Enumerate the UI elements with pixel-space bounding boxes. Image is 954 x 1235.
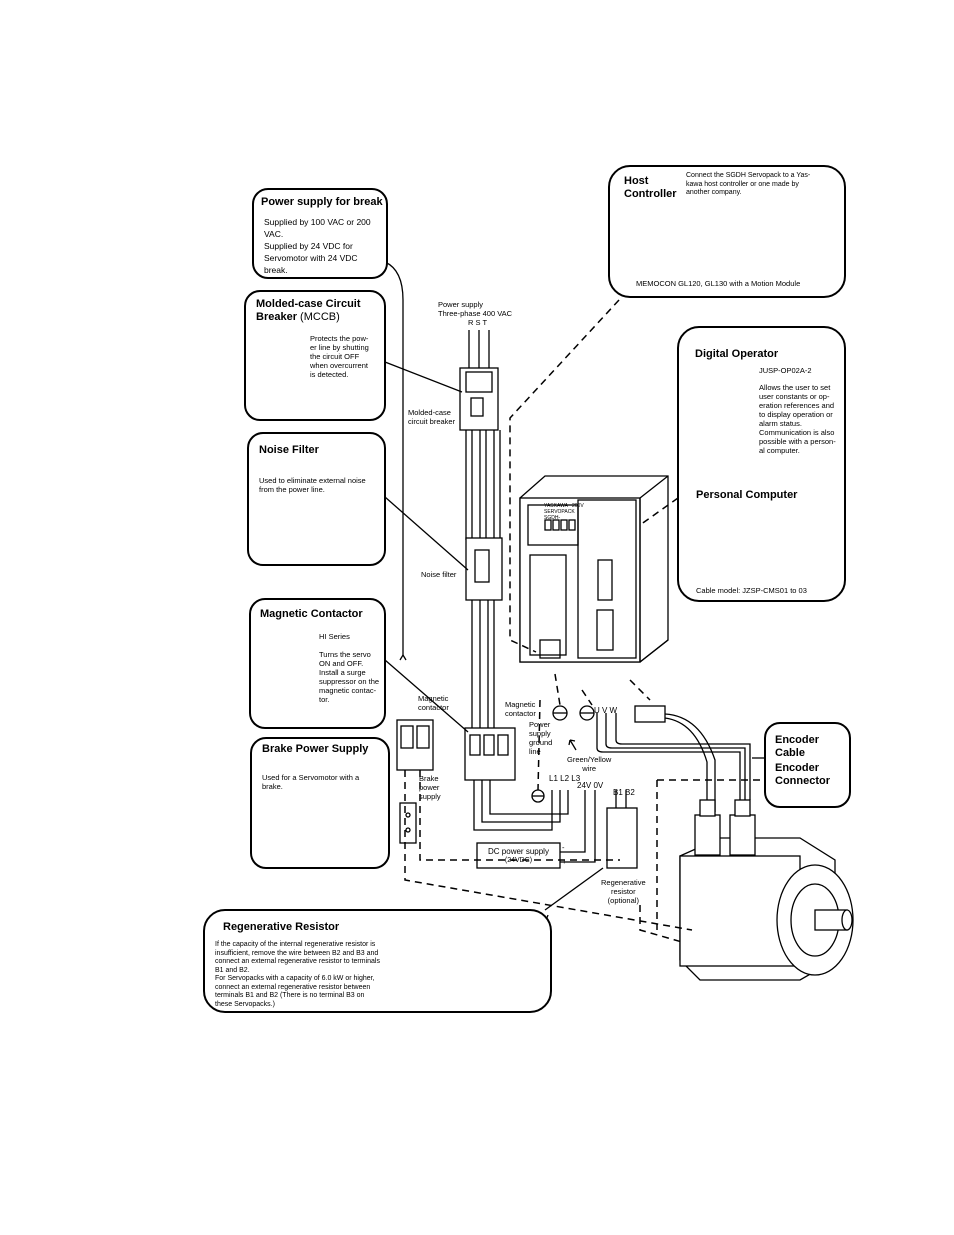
dc-minus-label: - bbox=[562, 843, 565, 852]
ground-line-label: Power supply ground line bbox=[529, 720, 553, 756]
digital-operator-desc: Allows the user to set user constants or… bbox=[759, 383, 836, 455]
magnetic-contactor-box: Magnetic Contactor HI Series Turns the s… bbox=[249, 598, 386, 729]
personal-computer-title: Personal Computer bbox=[696, 489, 798, 501]
regenerative-resistor-title: Regenerative Resistor bbox=[223, 921, 340, 933]
magnetic-contactor-title: Magnetic Contactor bbox=[260, 608, 363, 620]
host-controller-title: Host Controller bbox=[624, 175, 677, 200]
noise-filter-desc: Used to eliminate external noise from th… bbox=[259, 476, 366, 494]
mccb-desc: Protects the pow- er line by shutting th… bbox=[310, 334, 369, 379]
mccb-box: Molded-case Circuit Breaker (MCCB) Prote… bbox=[244, 290, 386, 421]
uvw-label: U V W bbox=[594, 706, 618, 715]
green-yellow-wire-label: Green/Yellow wire bbox=[567, 755, 612, 773]
host-controller-box: Host Controller Connect the SGDH Servopa… bbox=[608, 165, 846, 298]
dc-plus-label: + bbox=[562, 857, 567, 866]
b1b2-label: B1 B2 bbox=[613, 788, 635, 797]
power-supply-label: Power supply Three-phase 400 VAC R S T bbox=[438, 300, 513, 327]
brake-power-supply-desc: Used for a Servomotor with a brake. bbox=[262, 773, 360, 791]
encoder-cable-label: Encoder Cable bbox=[775, 734, 820, 759]
power-supply-break-desc: Supplied by 100 VAC or 200 VAC. Supplied… bbox=[264, 217, 371, 275]
cable-model-label: Cable model: JZSP-CMS01 to 03 bbox=[696, 586, 807, 595]
encoder-box: Encoder Cable Encoder Connector bbox=[764, 722, 851, 808]
brake-power-supply-title: Brake Power Supply bbox=[262, 743, 369, 755]
servopack-voltage: 200V bbox=[572, 503, 584, 509]
digital-operator-box: Digital Operator JUSP-OP02A-2 Allows the… bbox=[677, 326, 846, 602]
regenerative-resistor-desc: If the capacity of the internal regenera… bbox=[215, 941, 380, 1008]
brake-contactor-label: Magnetic contactor bbox=[418, 694, 449, 712]
magnetic-contactor-series: HI Series bbox=[319, 632, 350, 641]
servopack-brand: YASKAWA SERVOPACK SGDH- bbox=[544, 503, 575, 521]
l123-label: L1 L2 L3 bbox=[549, 774, 581, 783]
host-controller-desc: Connect the SGDH Servopack to a Yas- kaw… bbox=[686, 172, 811, 196]
power-supply-break-box: Power supply for break Supplied by 100 V… bbox=[252, 188, 388, 279]
mccb-device-label: Molded-case circuit breaker bbox=[408, 408, 456, 426]
noise-filter-title: Noise Filter bbox=[259, 444, 319, 456]
encoder-connector-label: Encoder Connector bbox=[775, 762, 830, 787]
power-supply-break-title: Power supply for break bbox=[261, 196, 383, 208]
noise-filter-box: Noise Filter Used to eliminate external … bbox=[247, 432, 386, 566]
dc-power-supply-label: DC power supply (24VDC) bbox=[488, 847, 549, 864]
host-controller-caption: MEMOCON GL120, GL130 with a Motion Modul… bbox=[636, 279, 801, 288]
regenerative-resistor-device-label: Regenerative resistor (optional) bbox=[601, 878, 646, 905]
brake-power-supply-box: Brake Power Supply Used for a Servomotor… bbox=[250, 737, 390, 869]
mccb-title: Molded-case Circuit Breaker (MCCB) bbox=[256, 298, 361, 323]
magnetic-contactor-device-label: Magnetic contactor bbox=[505, 700, 536, 718]
24v-0v-label: 24V 0V bbox=[577, 781, 604, 790]
regenerative-resistor-box: Regenerative Resistor If the capacity of… bbox=[203, 909, 552, 1013]
digital-operator-title: Digital Operator bbox=[695, 348, 779, 360]
brake-power-supply-device-label: Brake power supply bbox=[419, 774, 441, 801]
magnetic-contactor-desc: Turns the servo ON and OFF. Install a su… bbox=[319, 650, 380, 704]
noise-filter-device-label: Noise filter bbox=[421, 570, 457, 579]
digital-operator-model: JUSP-OP02A-2 bbox=[759, 366, 812, 375]
